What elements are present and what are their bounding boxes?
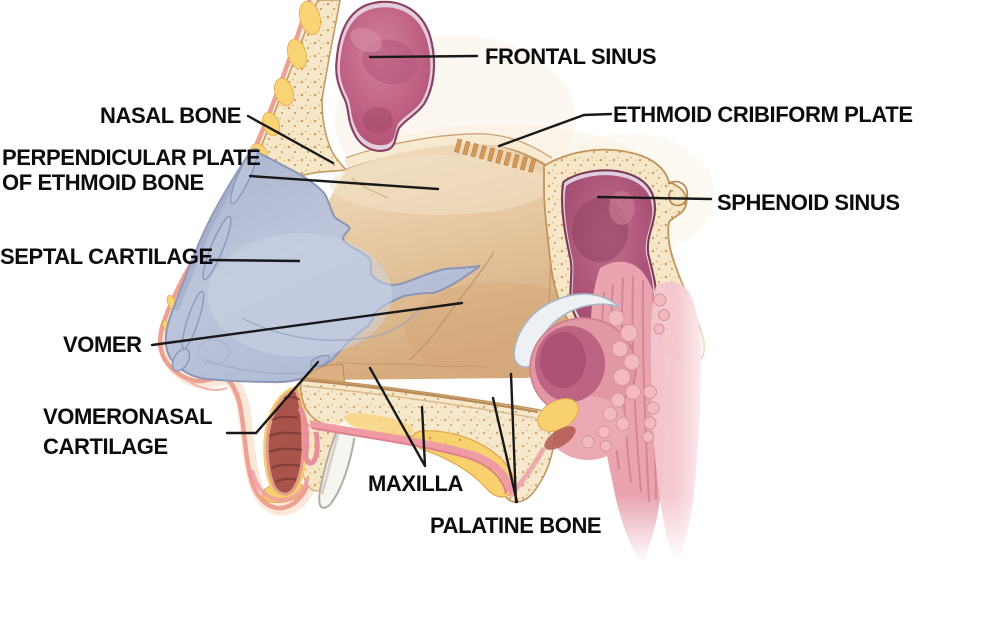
leader-ethmoid-cribiform-plate <box>497 112 613 148</box>
label-septal-cartilage: SEPTAL CARTILAGE <box>0 244 213 269</box>
label-frontal-sinus: FRONTAL SINUS <box>485 44 657 69</box>
leader-perpendicular-plate <box>248 174 440 191</box>
pharyngeal-wall <box>642 270 720 570</box>
label-vomeronasal-cartilage: VOMERONASAL CARTILAGE <box>43 404 213 459</box>
eustachian-cartilage <box>513 293 621 368</box>
torus-tubarius <box>513 293 641 460</box>
fade-overlay <box>560 495 730 575</box>
label-maxilla: MAXILLA <box>368 471 463 496</box>
leader-septal-cartilage <box>208 258 301 263</box>
perpendicular-plate-and-vomer <box>298 143 595 380</box>
leader-maxilla <box>368 366 427 468</box>
alar-cartilage <box>171 348 191 372</box>
leader-sphenoid-sinus <box>596 195 713 201</box>
leader-lines <box>150 54 713 504</box>
label-vomer: VOMER <box>63 332 142 357</box>
label-sphenoid-sinus: SPHENOID SINUS <box>717 190 900 215</box>
leader-palatine-bone <box>491 372 519 504</box>
label-perpendicular-plate: PERPENDICULAR PLATE OF ETHMOID BONE <box>2 145 261 195</box>
mucosa-bumps <box>642 293 670 443</box>
leader-frontal-sinus <box>368 54 479 59</box>
cribriform-plate <box>454 138 537 173</box>
torus-bubbles <box>581 309 641 452</box>
palate-mucosa <box>309 420 514 493</box>
hard-palate <box>299 377 579 503</box>
leader-vomer <box>150 301 464 347</box>
frontal-sinus-shape <box>335 0 436 152</box>
lip-muscle <box>265 388 305 496</box>
label-ethmoid-cribiform-plate: ETHMOID CRIBIFORM PLATE <box>613 102 913 127</box>
label-palatine-bone: PALATINE BONE <box>430 513 602 538</box>
leader-nasal-bone <box>246 114 335 165</box>
leader-vomeronasal-cartilage <box>225 360 320 435</box>
septal-cartilage-shape <box>164 147 481 384</box>
lip-mucosa-curl <box>297 406 320 466</box>
label-nasal-bone: NASAL BONE <box>100 103 242 128</box>
lateral-cartilage-slivers <box>171 147 259 372</box>
